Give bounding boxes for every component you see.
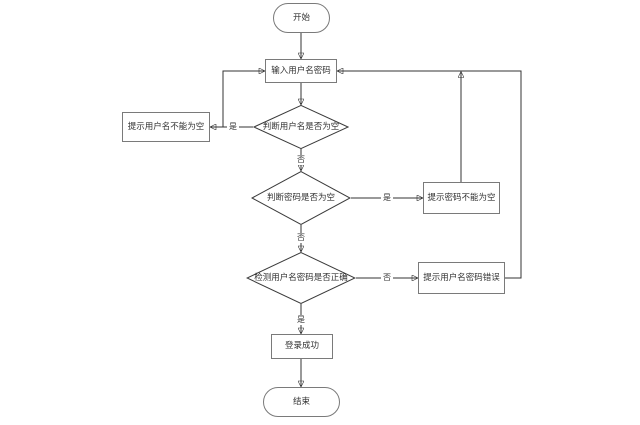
login-success-process: 登录成功 bbox=[271, 334, 333, 359]
prompt-username-empty-label: 提示用户名不能为空 bbox=[127, 121, 205, 132]
prompt-credentials-error-label: 提示用户名密码错误 bbox=[423, 272, 500, 283]
input-credentials-process: 输入用户名密码 bbox=[265, 59, 337, 83]
edge-label-password-empty-yes: 是 bbox=[381, 193, 393, 203]
edge-error-prompt-return-to-input bbox=[337, 71, 522, 279]
input-credentials-label: 输入用户名密码 bbox=[271, 65, 331, 76]
edge-label-credentials-correct-yes: 是 bbox=[295, 315, 307, 325]
check-credentials-correct-label: 检测用户名密码是否正确 bbox=[254, 272, 348, 283]
check-username-empty-decision: 判断用户名是否为空 bbox=[253, 105, 349, 149]
check-password-empty-decision: 判断密码是否为空 bbox=[251, 171, 351, 225]
end-label: 结束 bbox=[292, 396, 310, 407]
diamond-shape bbox=[253, 105, 349, 149]
prompt-password-empty-process: 提示密码不能为空 bbox=[423, 182, 500, 214]
diamond-shape bbox=[246, 252, 356, 304]
start-terminal: 开始 bbox=[273, 3, 330, 33]
check-credentials-correct-decision: 检测用户名密码是否正确 bbox=[246, 252, 356, 304]
check-username-empty-label: 判断用户名是否为空 bbox=[262, 121, 340, 132]
check-password-empty-label: 判断密码是否为空 bbox=[266, 192, 335, 203]
prompt-username-empty-process: 提示用户名不能为空 bbox=[122, 112, 210, 142]
edge-label-username-empty-no: 否 bbox=[295, 155, 307, 165]
prompt-credentials-error-process: 提示用户名密码错误 bbox=[418, 262, 505, 294]
diamond-shape bbox=[251, 171, 351, 225]
edge-label-credentials-wrong-no: 否 bbox=[381, 273, 393, 283]
start-label: 开始 bbox=[292, 12, 310, 23]
edge-label-password-empty-no: 否 bbox=[295, 233, 307, 243]
edge-label-username-empty-yes: 是 bbox=[227, 122, 239, 132]
login-success-label: 登录成功 bbox=[284, 341, 319, 352]
end-terminal: 结束 bbox=[263, 387, 340, 417]
prompt-password-empty-label: 提示密码不能为空 bbox=[427, 192, 496, 203]
edge-username-prompt-return-to-input bbox=[222, 71, 265, 127]
